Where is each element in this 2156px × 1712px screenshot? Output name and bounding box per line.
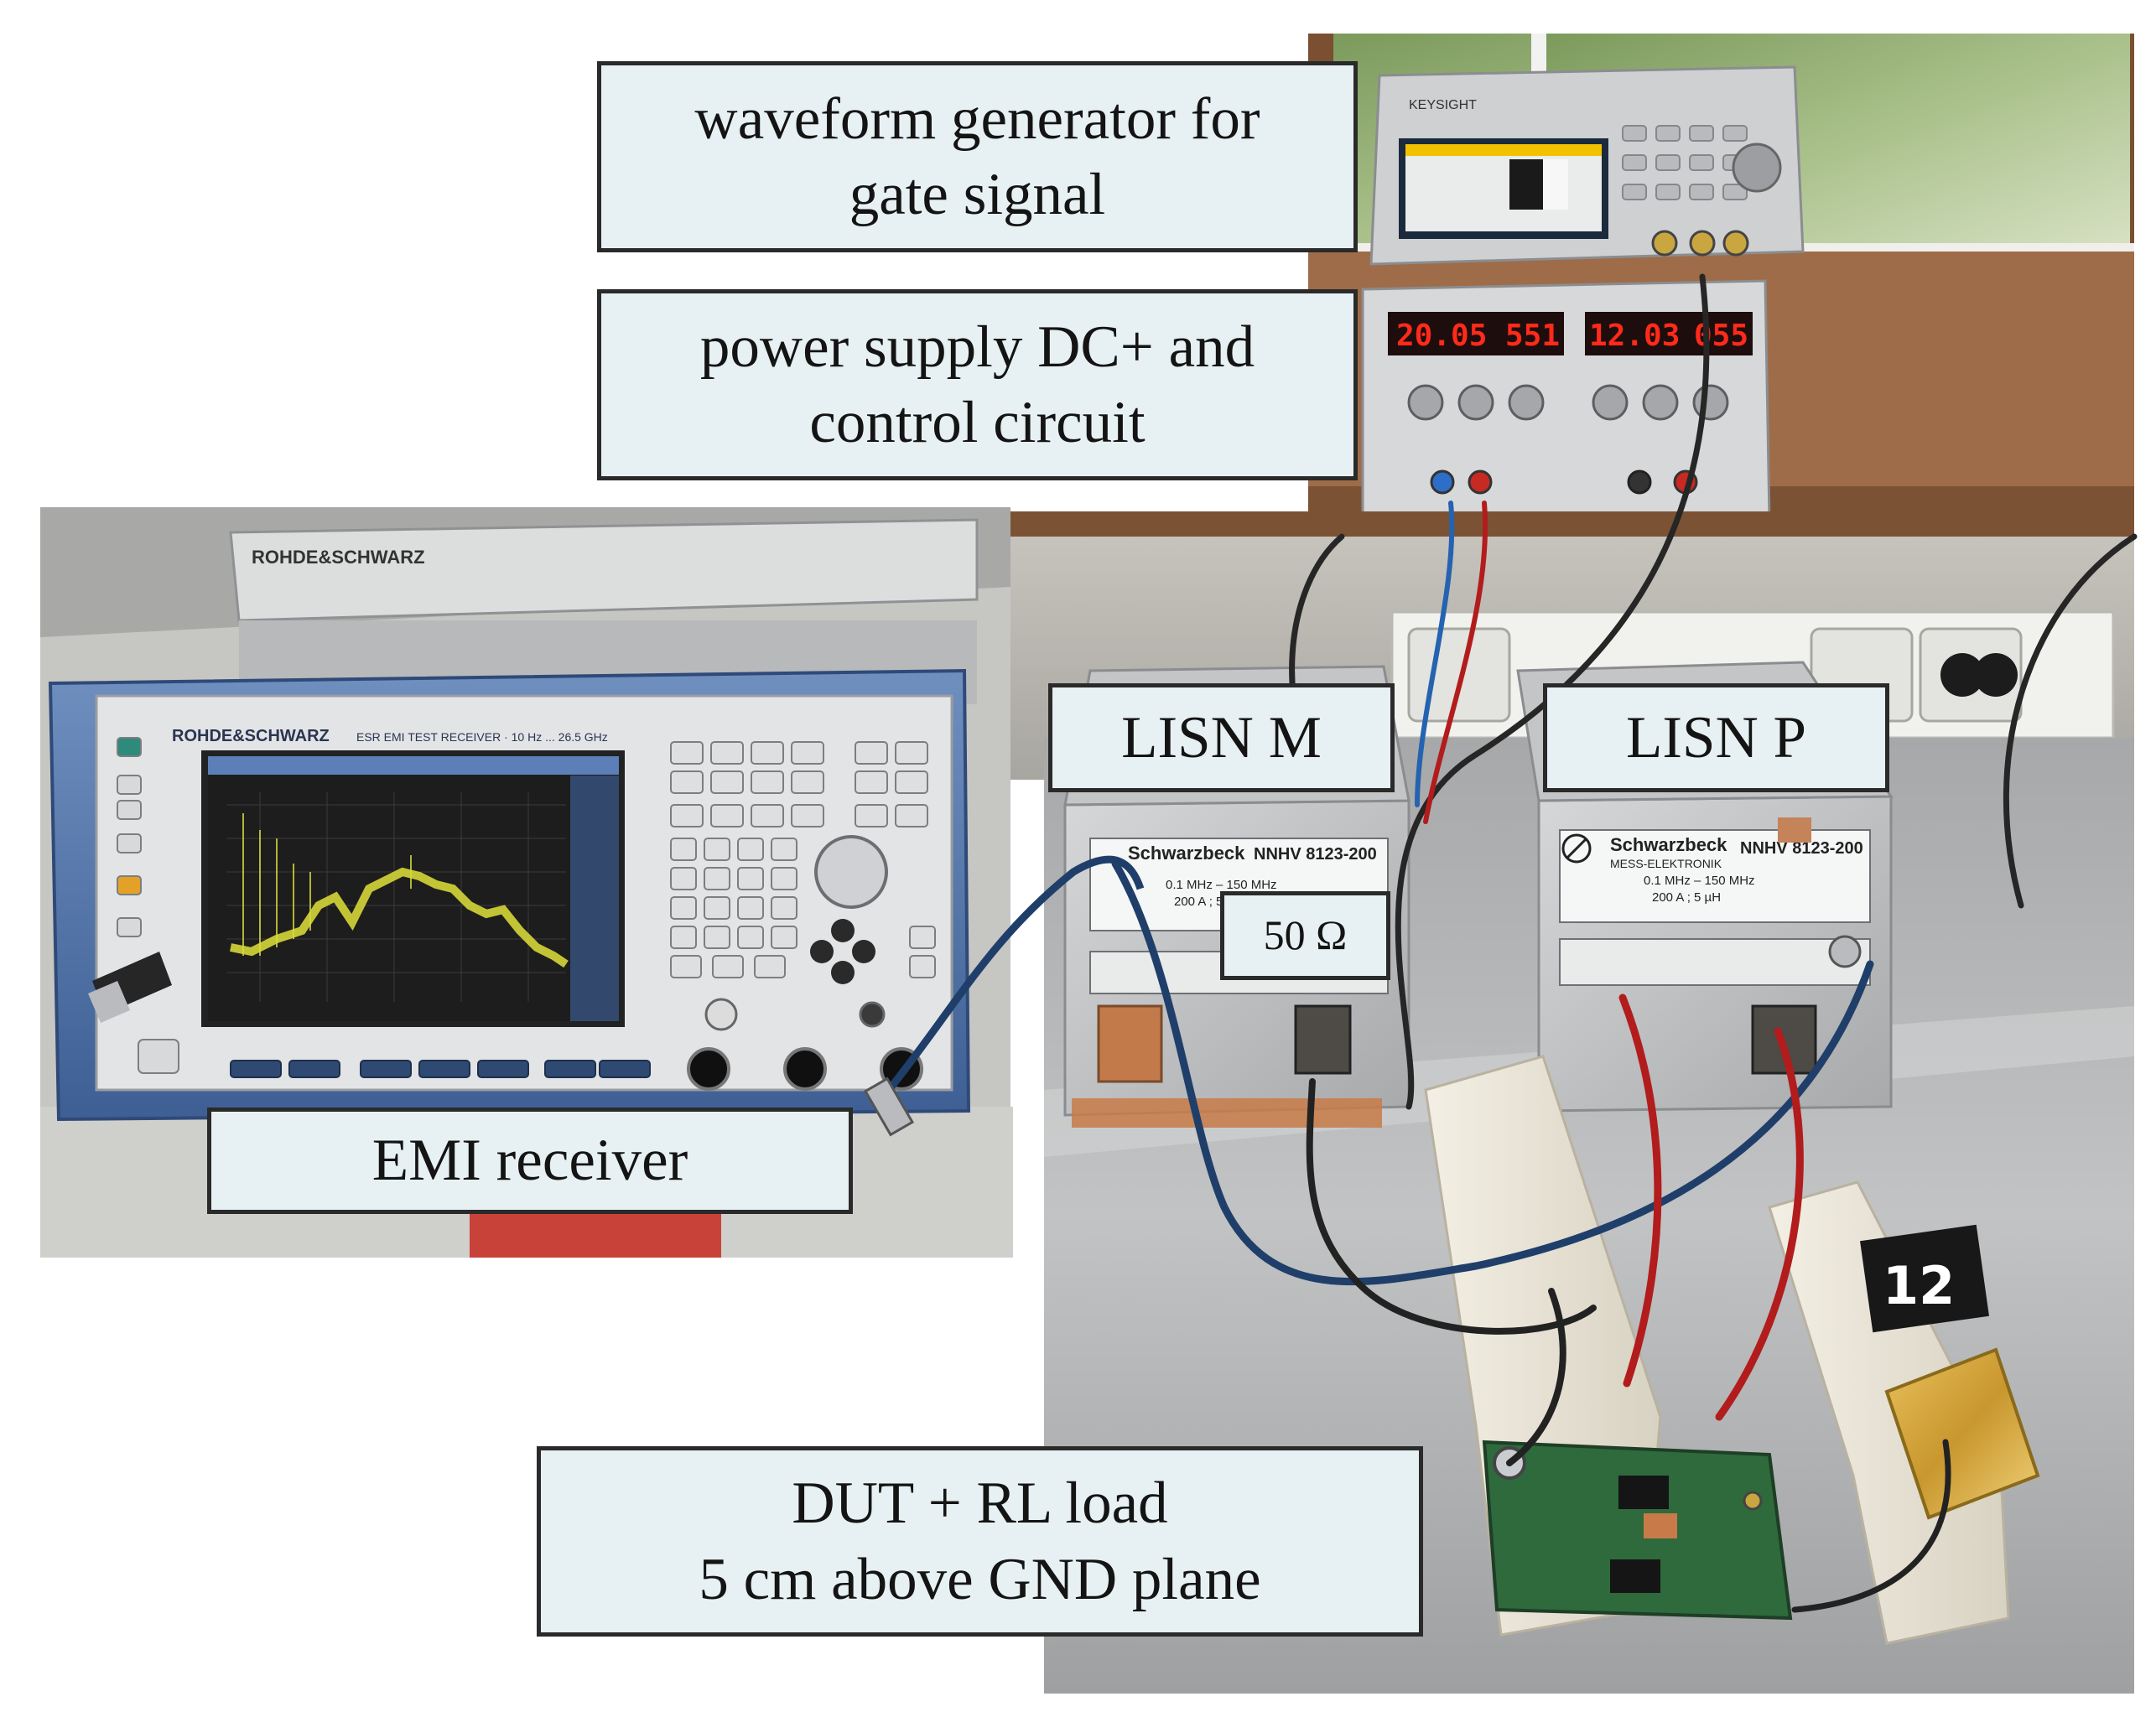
lisn-m-model: NNHV 8123-200 [1254,845,1377,864]
psu-current-left: 551 [1505,319,1560,353]
supply-label-line-1: power supply DC+ and [699,314,1255,380]
dut-label: DUT + RL load 5 cm above GND plane [537,1446,1423,1637]
termination-50-ohm-label: 50 Ω [1220,891,1390,980]
psu-current-right: 055 [1694,319,1748,353]
emi-receiver-label: EMI receiver [207,1108,853,1214]
lisn-p-label: LISN P [1543,683,1889,792]
generator-brand-text: KEYSIGHT [1409,98,1477,112]
receiver-model: ESR EMI TEST RECEIVER · 10 Hz ... 26.5 G… [356,730,608,744]
lisn-p-spec-1: 0.1 MHz – 150 MHz [1644,874,1755,888]
waveform-label-line-1: waveform generator for [694,86,1260,152]
dut-label-line-1: DUT + RL load [792,1471,1168,1537]
psu-voltage-right: 12.03 [1589,319,1680,353]
waveform-generator-label: waveform generator for gate signal [597,61,1358,252]
lisn-p-spec-2: 200 A ; 5 µH [1652,890,1721,905]
power-supply-label: power supply DC+ and control circuit [597,289,1358,480]
psu-voltage-left: 20.05 [1396,319,1487,353]
lisn-p-brand: Schwarzbeck [1610,834,1727,855]
waveform-generator: KEYSIGHT [1369,65,1805,266]
receiver-top-brand: ROHDE&SCHWARZ [252,547,425,568]
lisn-m-brand: Schwarzbeck [1128,843,1245,864]
lisn-m-label: LISN M [1048,683,1395,792]
number-tag: 12 [1883,1255,1955,1316]
dc-power-supply: 20.05 551 12.03 055 [1361,279,1771,530]
dut-label-line-2: 5 cm above GND plane [699,1546,1261,1612]
lisn-p-brand-sub: MESS-ELEKTRONIK [1610,857,1722,870]
receiver-photo: ROHDE&SCHWARZ ROHDE&SCHWARZ ESR EMI TEST… [40,507,1145,1258]
lisn-m-spec-1: 0.1 MHz – 150 MHz [1166,878,1277,892]
waveform-label-line-2: gate signal [849,162,1106,227]
receiver-brand: ROHDE&SCHWARZ [172,727,330,745]
lisn-p-model: NNHV 8123-200 [1740,839,1863,858]
supply-label-line-2: control circuit [809,390,1146,455]
